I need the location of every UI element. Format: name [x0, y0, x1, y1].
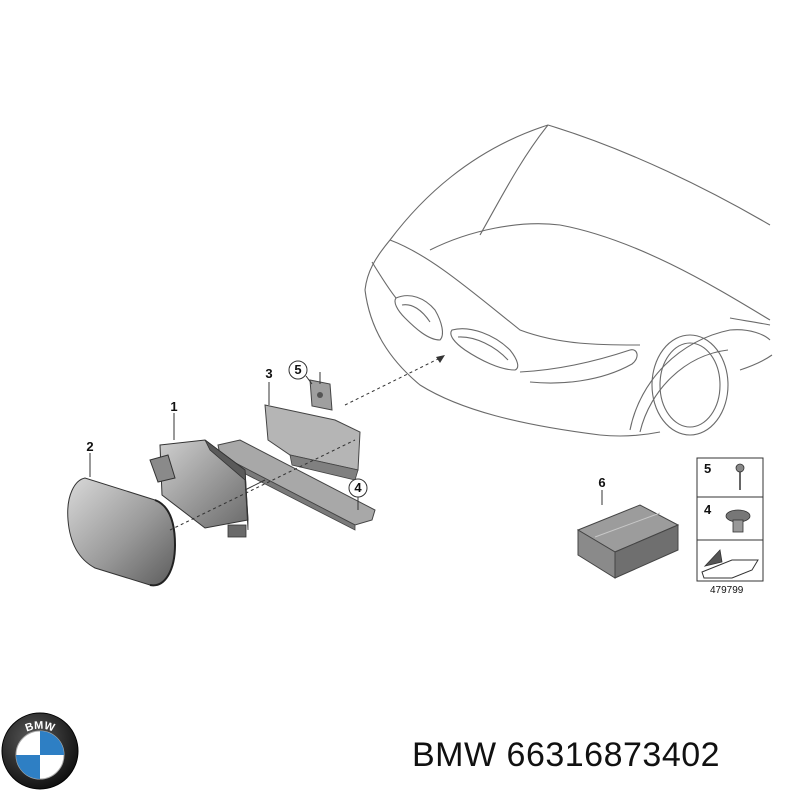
- callout-4-circle: [348, 478, 368, 498]
- car-front-outline: [364, 124, 773, 437]
- callout-2: 2: [86, 439, 93, 454]
- screw-icon: [735, 463, 745, 490]
- bmw-logo: BMW: [1, 712, 79, 790]
- cover-part-2: [67, 477, 177, 587]
- callout-3: 3: [265, 366, 272, 381]
- svg-text:BMW: BMW: [24, 720, 57, 735]
- box-part-6: [576, 504, 680, 579]
- assembly-line: [169, 439, 356, 531]
- caption-part-number: 66316873402: [506, 736, 721, 774]
- holder-part-3: [264, 372, 361, 481]
- caption-brand: BMW: [412, 736, 497, 774]
- mount-arrow: [344, 355, 445, 406]
- arrow-symbol-icon: [701, 549, 759, 579]
- callout-5: 5: [294, 362, 301, 377]
- logo-letters: BMW: [24, 720, 57, 735]
- callout-6: 6: [598, 475, 605, 490]
- legend-row1-number: 5: [704, 461, 711, 476]
- part-caption: BMW 66316873402: [412, 736, 720, 775]
- diagram-number: 479799: [710, 585, 744, 596]
- callout-1: 1: [170, 399, 177, 414]
- leader-lines: [89, 375, 603, 510]
- clip-nut-icon: [725, 509, 751, 533]
- legend-box: [696, 457, 764, 582]
- callout-4: 4: [354, 480, 362, 495]
- callout-5-circle: [288, 360, 308, 380]
- radar-unit-part-1: [149, 439, 266, 538]
- legend-row2-number: 4: [704, 502, 712, 517]
